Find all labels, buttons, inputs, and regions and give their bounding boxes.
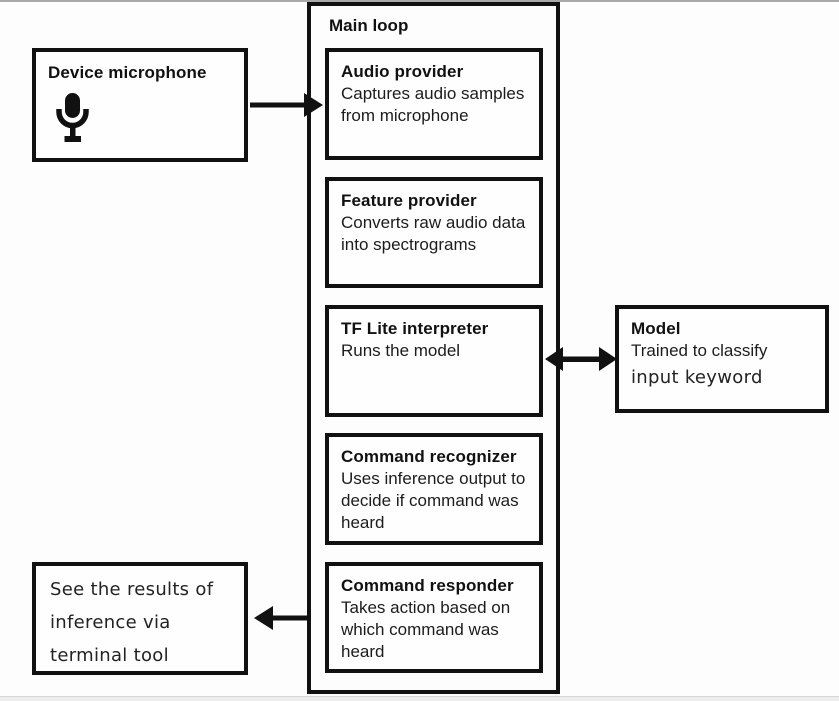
microphone-icon (54, 92, 232, 149)
results-line: inference via (50, 612, 171, 633)
module-title: Audio provider (341, 62, 464, 81)
results-box: See the results of inference via termina… (32, 562, 248, 675)
module-command-recognizer: Command recognizer Uses inference output… (325, 433, 543, 545)
model-box: Model Trained to classify input keyword (615, 305, 829, 413)
device-microphone-title: Device microphone (48, 63, 207, 82)
module-body: Captures audio samples from microphone (341, 84, 525, 125)
module-audio-provider: Audio provider Captures audio samples fr… (325, 48, 543, 160)
device-microphone-box: Device microphone (32, 48, 248, 162)
main-loop-label: Main loop (329, 16, 409, 35)
module-tflite-interpreter: TF Lite interpreter Runs the model (325, 305, 543, 417)
model-body-line2: input keyword (631, 367, 763, 388)
results-line: See the results of (50, 579, 214, 600)
module-title: TF Lite interpreter (341, 319, 489, 338)
model-title: Model (631, 319, 681, 338)
bottom-window-edge (0, 696, 839, 701)
module-body: Takes action based on which command was … (341, 598, 511, 661)
module-title: Command recognizer (341, 447, 517, 466)
module-feature-provider: Feature provider Converts raw audio data… (325, 177, 543, 288)
module-body: Converts raw audio data into spectrogram… (341, 213, 526, 254)
module-title: Feature provider (341, 191, 477, 210)
top-window-edge (0, 0, 839, 2)
results-line: terminal tool (50, 645, 169, 666)
model-body-line1: Trained to classify (631, 341, 768, 360)
module-body: Runs the model (341, 341, 461, 360)
module-command-responder: Command responder Takes action based on … (325, 562, 543, 673)
module-title: Command responder (341, 576, 514, 595)
module-body: Uses inference output to decide if comma… (341, 469, 526, 532)
arrow-responder-to-results (254, 606, 311, 630)
